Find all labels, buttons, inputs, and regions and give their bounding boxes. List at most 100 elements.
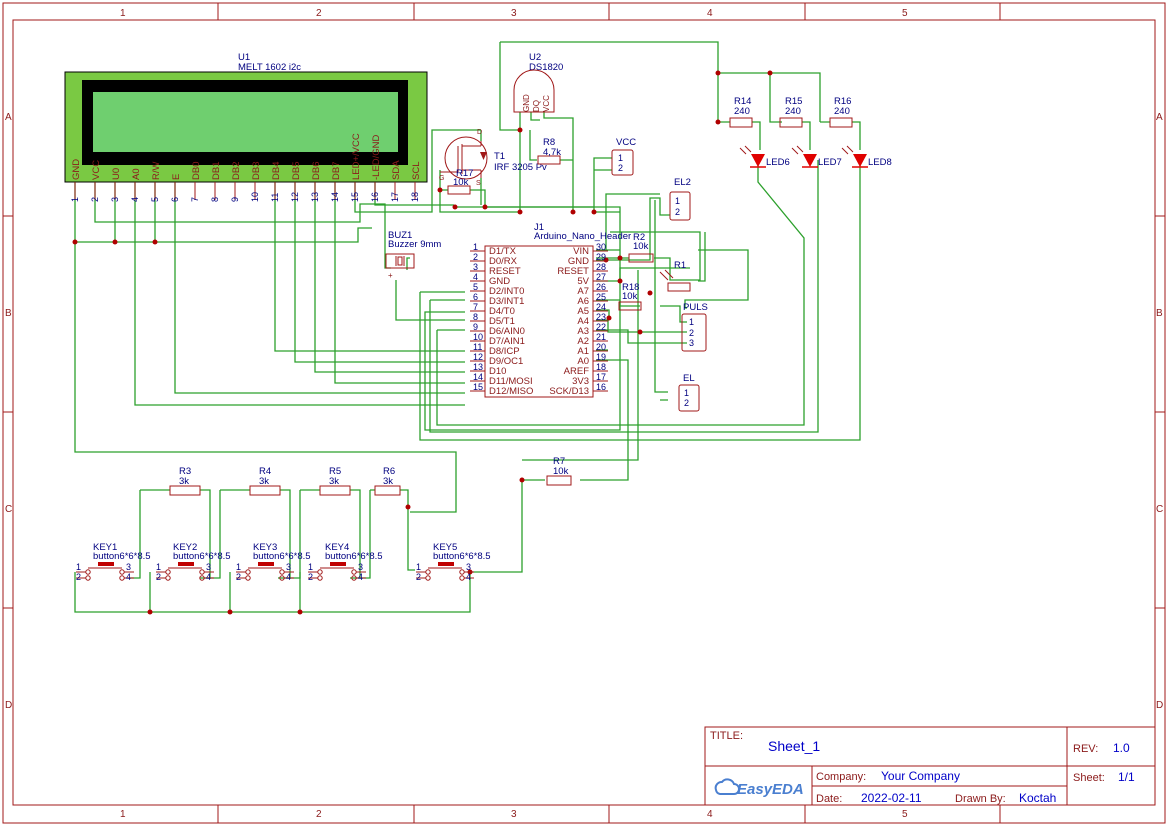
resistor-ref: R1 — [674, 260, 686, 271]
led-ref: LED7 — [818, 157, 842, 168]
connector-ref: VCC — [616, 137, 636, 148]
col-label: 1 — [120, 8, 126, 19]
resistor-value: 10k — [453, 177, 469, 188]
resistor-r4: R4 3k — [249, 466, 281, 496]
key-pin: 3 — [206, 562, 211, 572]
sheet-title: Sheet_1 — [768, 738, 820, 754]
col-label: 5 — [902, 8, 908, 19]
key-pin: 4 — [286, 572, 291, 582]
resistor-ref: R14 — [734, 96, 751, 107]
arduino-pin-number: 9 — [473, 322, 478, 332]
arduino-pin-name: A6 — [577, 296, 589, 307]
push-buttons: KEY1button6*6*8.51234KEY2button6*6*8.512… — [76, 542, 491, 582]
resistor-r18: R18 10k — [618, 282, 642, 311]
key-pin: 4 — [206, 572, 211, 582]
connector-pin: 2 — [675, 207, 680, 217]
resistor-value: 240 — [734, 106, 750, 117]
key-ref: KEY5 — [433, 542, 457, 553]
arduino-value: Arduino_Nano_Header — [534, 231, 631, 242]
arduino-pin-name: D12/MISO — [489, 386, 533, 397]
resistor-ref: R3 — [179, 466, 191, 477]
sheet-value: 1/1 — [1118, 770, 1135, 784]
title-block: TITLE: Sheet_1 REV: 1.0 EasyEDA Company:… — [704, 726, 1156, 806]
resistor-r5: R5 3k — [319, 466, 351, 496]
col-label: 3 — [511, 809, 517, 820]
arduino-pin-name: 3V3 — [572, 376, 589, 387]
company-label: Company: — [816, 771, 866, 783]
resistor-ref: R17 — [456, 168, 473, 179]
arduino-pin-number: 18 — [596, 362, 606, 372]
arduino-pin-number: 3 — [473, 262, 478, 272]
resistor-ref: R8 — [543, 137, 555, 148]
resistor-value: 4,7k — [543, 147, 561, 158]
col-label: 1 — [120, 809, 126, 820]
key-ref: KEY1 — [93, 542, 117, 553]
mosfet-value: IRF 3205 Pv — [494, 162, 547, 173]
arduino-pin-number: 21 — [596, 332, 606, 342]
resistor-r2: R2 10k — [628, 232, 654, 263]
arduino-pin-number: 8 — [473, 312, 478, 322]
arduino-pin-number: 7 — [473, 302, 478, 312]
lcd-pin-name: DB7 — [331, 162, 342, 180]
arduino-pin-number: 10 — [473, 332, 483, 342]
arduino-pin-number: 11 — [473, 342, 482, 352]
resistor-value: 3k — [259, 476, 269, 487]
lcd-pin-name: DB3 — [251, 162, 262, 180]
resistor-ref: R18 — [622, 282, 639, 293]
arduino-pin-name: A4 — [577, 316, 589, 327]
resistor-r17: R17 10k — [447, 168, 473, 195]
resistor-ref: R15 — [785, 96, 802, 107]
drawn-value: Koctah — [1019, 791, 1056, 805]
resistor-value: 3k — [329, 476, 339, 487]
resistor-value: 3k — [383, 476, 393, 487]
lcd-pin-number: 1 — [70, 197, 80, 202]
arduino-pin-number: 17 — [596, 372, 606, 382]
led-ref: LED8 — [868, 157, 892, 168]
arduino-pin-name: D0/RX — [489, 256, 518, 267]
key-pin: 4 — [358, 572, 363, 582]
key-value: button6*6*8.5 — [173, 551, 231, 562]
lcd-ref: U1 — [238, 52, 250, 63]
col-label: 4 — [707, 8, 713, 19]
resistor-value: 10k — [633, 241, 649, 252]
arduino-pin-name: D6/AIN0 — [489, 326, 525, 337]
arduino-pin-number: 19 — [596, 352, 606, 362]
lcd-pin-name: GND — [71, 159, 82, 180]
arduino-pin-number: 29 — [596, 252, 606, 262]
key-ref: KEY2 — [173, 542, 197, 553]
company-value: Your Company — [881, 769, 960, 783]
arduino-pin-number: 24 — [596, 302, 606, 312]
lcd-pin-number: 14 — [330, 192, 340, 202]
lcd-value: MELT 1602 i2c — [238, 62, 301, 73]
mosfet-t1: D G S T1 IRF 3205 Pv — [439, 129, 547, 187]
col-label: 2 — [316, 809, 322, 820]
arduino-pin-name: GND — [568, 256, 589, 267]
mosfet-ref: T1 — [494, 151, 505, 162]
lcd-pin-name: R/W — [151, 162, 162, 181]
lcd-pin-number: 12 — [290, 192, 300, 202]
led-led8: LED8 — [841, 145, 892, 168]
row-label: C — [5, 504, 12, 515]
lcd-pins: 1GND2VCC3U04A05R/W6E7DB08DB19DB210DB311D… — [70, 133, 422, 202]
row-label: A — [5, 112, 12, 123]
key-pin: 1 — [416, 562, 421, 572]
arduino-pin-number: 6 — [473, 292, 478, 302]
arduino-pin-name: GND — [489, 276, 510, 287]
connector-ref: EL2 — [674, 177, 691, 188]
key-pin: 1 — [76, 562, 81, 572]
connector-pin: 2 — [689, 328, 694, 338]
arduino-pin-number: 12 — [473, 352, 483, 362]
connector-ref: EL — [683, 373, 695, 384]
arduino-pin-number: 28 — [596, 262, 606, 272]
resistor-value: 240 — [785, 106, 801, 117]
frame-column-labels-bottom: 1 2 3 4 5 — [120, 809, 908, 820]
led-ref: LED6 — [766, 157, 790, 168]
buzzer-plus: + — [388, 271, 393, 280]
connector-pin: 3 — [689, 338, 694, 348]
connector-pin: 1 — [689, 317, 694, 327]
rev-value: 1.0 — [1113, 741, 1130, 755]
led-led7: LED7 — [791, 145, 842, 168]
